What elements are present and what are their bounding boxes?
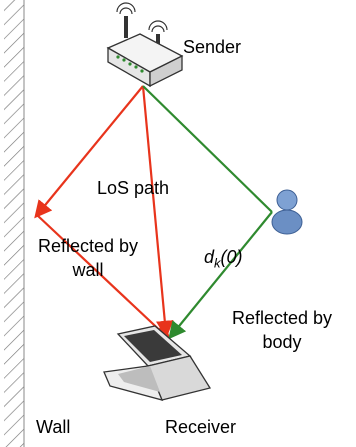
reflected-by-wall-line2: wall xyxy=(72,260,104,280)
los-path-label: LoS path xyxy=(97,178,170,198)
wall-path-to-receiver xyxy=(36,214,172,342)
delay-argument: (0) xyxy=(220,247,243,267)
delay-symbol: d xyxy=(204,247,215,267)
person-icon xyxy=(271,189,303,235)
body-path-to-person xyxy=(142,85,273,213)
receiver-label: Receiver xyxy=(165,417,237,437)
reflected-by-wall-label: Reflected by wall xyxy=(22,234,154,282)
wireless-router-icon xyxy=(106,2,184,88)
los-path-line xyxy=(141,85,174,339)
reflected-by-body-line1: Reflected by xyxy=(231,308,333,328)
wall-label: Wall xyxy=(36,417,71,437)
delay-subscript: k xyxy=(214,255,221,271)
body-path-to-receiver xyxy=(168,211,273,340)
wall-path-to-wall xyxy=(34,85,144,219)
reflected-by-body-label: Reflected by body xyxy=(212,306,352,354)
reflected-by-body-line2: body xyxy=(262,332,302,352)
laptop-icon xyxy=(103,325,212,401)
reflected-by-wall-line1: Reflected by xyxy=(37,236,139,256)
wall xyxy=(4,0,25,447)
delay-label: dk(0) xyxy=(204,247,243,271)
sender-label: Sender xyxy=(183,37,242,57)
